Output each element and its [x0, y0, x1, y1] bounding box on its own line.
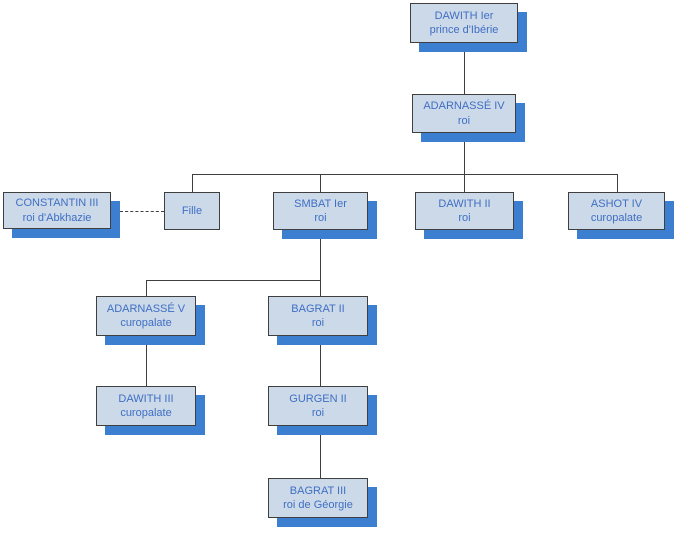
connector-adarnasse-iv-down-to-bus — [464, 133, 465, 175]
node-box: DAWITH III curopalate — [96, 386, 196, 426]
node-box: BAGRAT III roi de Géorgie — [268, 478, 368, 518]
connector-bagrat-ii-to-gurgen-ii — [320, 336, 321, 386]
connector-bus2-to-bagrat-ii — [320, 280, 321, 296]
node-bagrat-iii[interactable]: BAGRAT III roi de Géorgie — [268, 478, 377, 527]
node-title: curopalate — [120, 407, 172, 419]
node-name: SMBAT Ier — [294, 197, 347, 210]
node-name: ADARNASSÉ IV — [423, 100, 505, 113]
connector-smbat-down-to-bus2 — [320, 230, 321, 280]
node-name: CONSTANTIN III — [15, 197, 99, 210]
connector-bus-to-dawith-ii — [464, 174, 465, 192]
connector-gurgen-ii-to-bagrat-iii — [320, 426, 321, 478]
connector-bus-to-ashot-iv — [617, 174, 618, 192]
node-name: ADARNASSÉ V — [106, 302, 186, 315]
node-name: DAWITH Ier — [434, 9, 494, 22]
connector-bus-to-fille — [192, 174, 193, 192]
node-dawith-ii[interactable]: DAWITH II roi — [415, 192, 523, 239]
connector-dawith-ier-to-adarnasse-iv — [464, 43, 465, 94]
node-title: roi — [311, 317, 325, 329]
node-box: ASHOT IV curopalate — [568, 192, 665, 230]
connector-children-bus — [192, 174, 617, 175]
node-smbat-ier[interactable]: SMBAT Ier roi — [273, 192, 377, 239]
node-title: roi d'Abkhazie — [22, 211, 92, 224]
node-title: roi de Géorgie — [283, 499, 353, 511]
node-title: roi — [457, 114, 471, 127]
node-dawith-iii[interactable]: DAWITH III curopalate — [96, 386, 205, 435]
node-bagrat-ii[interactable]: BAGRAT II roi — [268, 296, 377, 345]
node-fille[interactable]: Fille — [164, 192, 220, 230]
node-box: Fille — [164, 192, 220, 230]
node-title: curopalate — [590, 212, 643, 224]
node-box: ADARNASSÉ V curopalate — [96, 296, 196, 336]
node-gurgen-ii[interactable]: GURGEN II roi — [268, 386, 377, 435]
connector-bus-to-smbat — [320, 174, 321, 192]
connector-adarnasse-v-to-dawith-iii — [146, 336, 147, 386]
node-title: prince d'Ibérie — [429, 24, 499, 36]
node-box: DAWITH Ier prince d'Ibérie — [410, 3, 518, 43]
node-name: BAGRAT III — [289, 484, 347, 497]
node-title: curopalate — [120, 317, 172, 329]
node-dawith-ier[interactable]: DAWITH Ier prince d'Ibérie — [410, 3, 527, 52]
node-name: DAWITH III — [118, 392, 174, 405]
node-name: GURGEN II — [289, 392, 347, 405]
node-box: GURGEN II roi — [268, 386, 368, 426]
connector-bus2-to-adarnasse-v — [146, 280, 147, 296]
node-ashot-iv[interactable]: ASHOT IV curopalate — [568, 192, 674, 239]
node-name: ASHOT IV — [590, 197, 643, 210]
node-name: DAWITH II — [438, 197, 491, 210]
node-title: roi — [311, 407, 325, 419]
node-title: roi — [314, 212, 327, 224]
node-name: Fille — [181, 204, 203, 217]
node-adarnasse-v[interactable]: ADARNASSÉ V curopalate — [96, 296, 205, 345]
connector-smbat-children-bus — [146, 280, 321, 281]
node-name: BAGRAT II — [291, 302, 345, 315]
node-box: SMBAT Ier roi — [273, 192, 368, 230]
node-box: BAGRAT II roi — [268, 296, 368, 336]
marriage-link-constantin-iii-fille-marriage — [120, 211, 164, 212]
node-box: DAWITH II roi — [415, 192, 514, 230]
node-title: roi — [458, 212, 471, 224]
